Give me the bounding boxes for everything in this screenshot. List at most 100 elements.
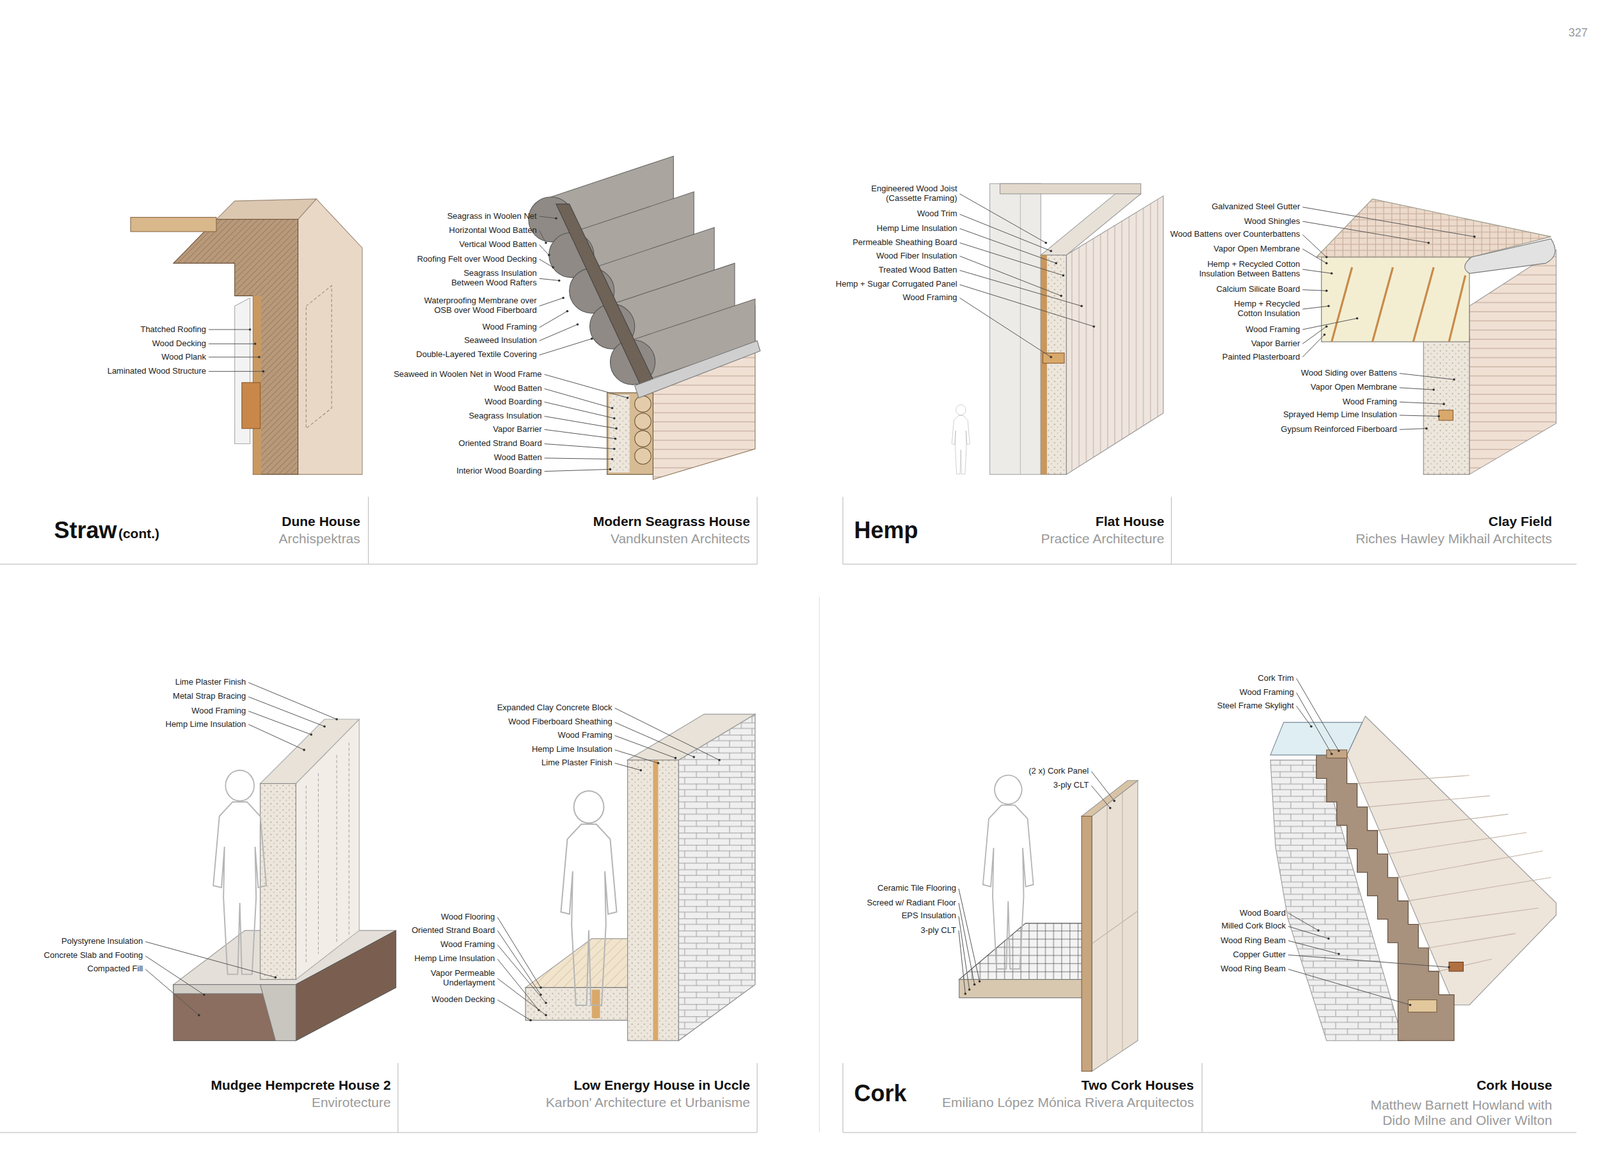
leader-dot [609,468,612,472]
leader-line [1302,334,1325,358]
page-number: 327 [1568,26,1588,40]
callout-label: Double-Layered Textile Covering [416,350,537,360]
leader-line [497,978,546,1016]
leader-line [1302,207,1475,237]
rule [842,563,1577,565]
leader-dot [1425,427,1428,431]
callout-label: Engineered Wood Joist (Cassette Framing) [861,184,958,204]
callout-label: Hemp Lime Insulation [876,224,958,234]
callout-label: Gypsum Reinforced Fiberboard [1280,424,1397,435]
gutter [1464,238,1556,274]
wall-top [627,714,756,761]
log [634,396,652,413]
callout-label: Vapor Barrier [1251,339,1300,349]
rule [0,1132,758,1133]
callout-label: Steel Frame Skylight [1217,701,1295,712]
seagrass-house-drawing [528,156,761,480]
leader-dot [1080,305,1083,308]
ring-beam [1408,1000,1437,1013]
person-outline [560,791,617,1006]
leader-dot [657,762,660,765]
project-title: Dune House [281,513,361,530]
rule [756,1063,758,1133]
copper-gutter [1448,962,1464,972]
section-title: Cork [854,1080,907,1107]
leader-dot [1325,289,1328,293]
project-title: Cork House [1476,1077,1552,1094]
leader-line [539,311,568,328]
leader-dot [1409,1004,1412,1007]
framing-dashed [305,743,349,965]
leader-line [208,371,264,372]
leader-dot [1044,241,1048,245]
leader-dot [544,1014,548,1017]
leader-line [497,930,541,995]
rule [842,496,843,564]
leader-dot [551,266,555,269]
callout-label: Oriented Strand Board [411,926,495,936]
callout-label: Lime Plaster Finish [541,758,613,768]
leader-dot [558,279,561,283]
roof-section [556,204,653,386]
callout-label: Seagrass Insulation Between Wood Rafters [440,268,537,288]
architect-name: Vandkunsten Architects [610,531,751,547]
leader-line [615,763,642,771]
stud [1438,410,1453,421]
stud [1042,353,1064,364]
leader-line [539,216,557,219]
panel-rules [0,496,1577,1133]
section-title: Straw [54,517,118,544]
callout-label: Wood Decking [152,339,207,349]
callout-label: Vapor Permeable Underlayment [424,968,495,989]
leader-line [145,942,276,978]
leader-line [615,736,676,759]
callout-label: Wood Fiberboard Sheathing [508,717,612,728]
leader-line [1302,269,1332,274]
architect-name: Archispektras [279,531,361,547]
leader-line [539,259,554,268]
leader-line [497,944,546,1003]
leader-line [145,956,205,996]
project-title: Low Energy House in Uccle [573,1077,750,1094]
interior-wall [990,183,1042,475]
leader-dot [529,1019,532,1023]
flat-house-drawing [951,183,1163,475]
leader-line [615,750,659,764]
wall-section [1081,816,1092,1072]
leader-dot [1442,403,1446,406]
rule [1171,496,1172,564]
callout-label: Vapor Open Membrane [1310,382,1398,393]
leader-line [1296,678,1339,751]
cassette-top [1000,183,1142,194]
callout-label: Ceramic Tile Flooring [877,883,957,894]
leader-line [208,357,260,358]
leader-line [544,444,615,450]
callout-label: Calcium Silicate Board [1216,284,1300,295]
leader-dot [1427,241,1430,245]
wall-top [216,199,317,220]
callout-label: Wood Framing [1239,688,1295,698]
leader-dot [1325,262,1328,265]
leader-line [1399,428,1427,431]
callout-label: (2 x) Cork Panel [1028,766,1089,777]
leader-dot [547,254,551,257]
cork-house-drawing [1270,716,1556,1041]
uccle-drawing [525,714,756,1041]
floor-section [959,979,1087,999]
log [634,430,652,448]
callout-label: Wood Ring Beam [1220,936,1286,946]
leader-line [544,458,613,460]
wall-top [1081,780,1138,817]
leader-line [960,284,1095,327]
callout-label: Thatched Roofing [140,325,207,335]
wood-stack [241,382,261,429]
timber-stripe [652,760,658,1041]
leader-line [1302,221,1429,243]
callout-label: Interior Wood Boarding [456,466,542,477]
leader-dot [613,417,616,420]
leader-dot [626,396,630,400]
leader-line [1302,289,1327,292]
siding-face [1469,250,1557,475]
leader-dot [1330,752,1334,756]
